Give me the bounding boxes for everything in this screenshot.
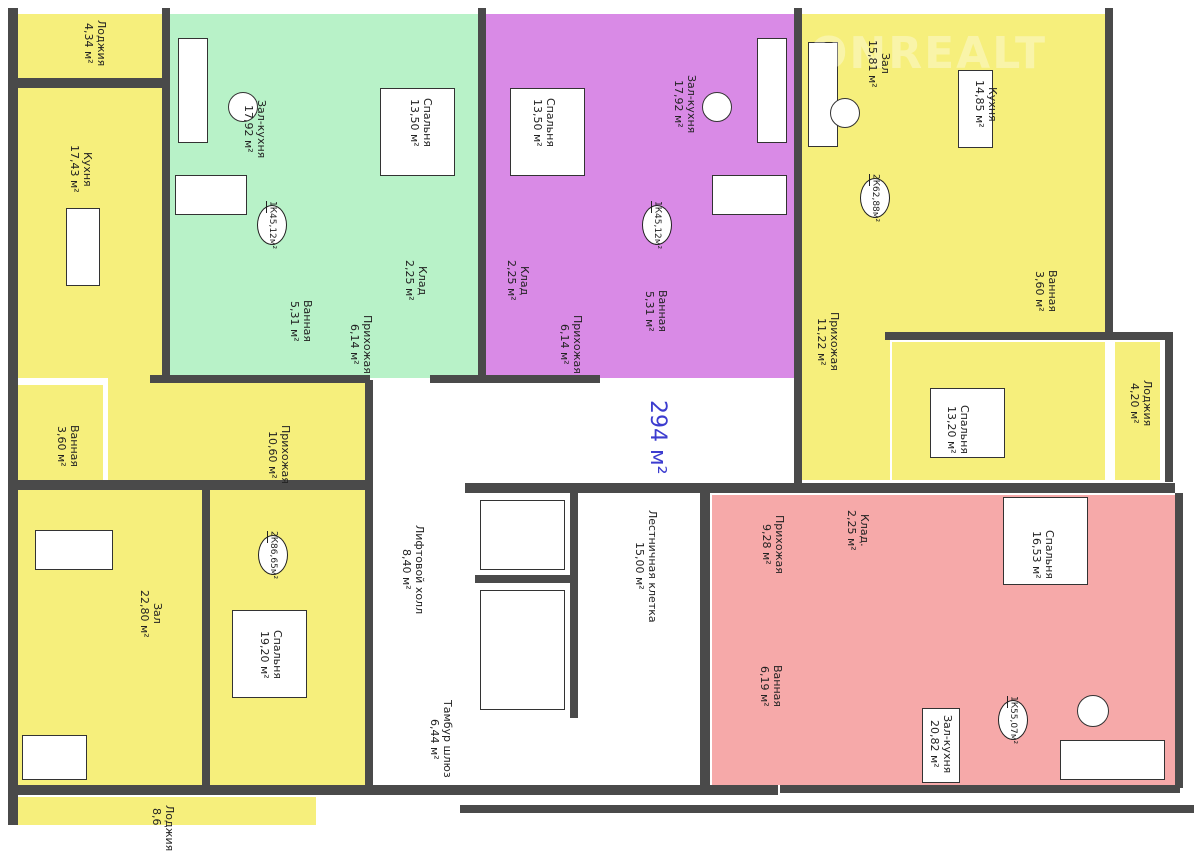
table [702, 92, 732, 122]
sofa [22, 735, 87, 780]
wall [478, 8, 486, 378]
wall [1165, 332, 1173, 482]
elevator-large [480, 590, 565, 710]
room-loggia-bottom [18, 797, 316, 825]
dining-table [922, 708, 960, 783]
wall [8, 8, 18, 825]
wall [700, 493, 710, 788]
sofa [808, 42, 838, 147]
wall [460, 805, 1194, 813]
label-storage: Клад.2,25 м² [845, 510, 871, 551]
wall [18, 78, 163, 88]
wall [570, 493, 578, 718]
room-bath-left-bottom [18, 385, 103, 480]
kitchen-island [66, 208, 100, 286]
apartment-right-top [800, 14, 1105, 334]
wall [885, 332, 1170, 340]
room-hall-left-bottom [108, 378, 366, 480]
bed [232, 610, 307, 698]
table [228, 92, 258, 122]
wall [780, 785, 1180, 793]
wall [150, 375, 370, 383]
room-hall-right [800, 330, 890, 480]
room-loggia-top-left [18, 14, 163, 78]
wall [18, 785, 778, 795]
wall [465, 483, 1175, 493]
wall [162, 8, 170, 378]
bed [380, 88, 455, 176]
label-loggia: Лоджия [163, 805, 176, 851]
wall [475, 575, 575, 583]
wall [430, 375, 600, 383]
dining-table [35, 530, 113, 570]
kitchen-table [958, 70, 993, 148]
wall [365, 380, 373, 790]
bed [1003, 497, 1088, 585]
bed [510, 88, 585, 176]
dining-table [175, 175, 247, 215]
bed [930, 388, 1005, 458]
label-loggia-area: 8,6 [150, 808, 163, 826]
table [830, 98, 860, 128]
sofa [178, 38, 208, 143]
wall [202, 490, 210, 785]
total-area-label: 294 м² [645, 400, 670, 475]
dining-table [712, 175, 787, 215]
wall [1175, 493, 1183, 788]
wall [18, 480, 373, 490]
elevator-small [480, 500, 565, 570]
table [1077, 695, 1109, 727]
wall [794, 8, 802, 483]
sofa [1060, 740, 1165, 780]
wall [1105, 8, 1113, 340]
watermark-logo: ONREALT [810, 28, 1047, 79]
room-loggia-right [1115, 342, 1160, 480]
sofa [757, 38, 787, 143]
